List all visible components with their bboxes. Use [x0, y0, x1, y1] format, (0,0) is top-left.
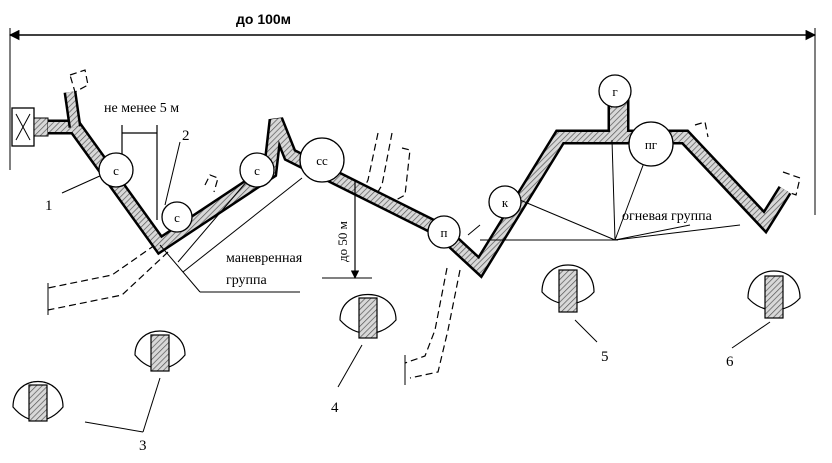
min-spacing-label: не менее 5 м: [104, 101, 179, 116]
position-s-2: [161, 201, 193, 233]
position-s-2-label: с: [174, 210, 180, 225]
position-ss-label: сс: [316, 153, 328, 168]
callout-1: 1: [45, 198, 53, 214]
foxhole-3a: [12, 381, 64, 422]
callout-leaders: [61, 141, 771, 433]
callout-3: 3: [139, 438, 147, 454]
position-pg: [628, 121, 674, 167]
position-ss: [299, 137, 345, 183]
callout-5: 5: [601, 349, 609, 365]
fire-group-label: огневая группа: [622, 209, 713, 224]
maneuver-group-label-line1: маневренная: [226, 251, 303, 266]
total-width-label: до 100м: [236, 11, 291, 27]
position-s-1: [98, 152, 134, 188]
position-s-1-label: с: [113, 163, 119, 178]
position-s-3: [239, 152, 275, 188]
position-g-label: г: [612, 84, 617, 99]
position-p: [427, 215, 461, 249]
foxhole-3b: [134, 330, 186, 372]
depth-label: до 50 м: [335, 221, 350, 262]
position-g: [598, 74, 632, 108]
main-trench: [48, 87, 792, 279]
total-width-dimension: до 100м: [8, 11, 817, 215]
shelter-left: [11, 107, 49, 147]
foxhole-4: [339, 293, 397, 339]
position-s-3-label: с: [254, 163, 260, 178]
foxholes: [12, 264, 801, 422]
position-p-label: п: [441, 225, 448, 240]
callout-2: 2: [182, 128, 190, 144]
foxhole-5: [541, 264, 595, 313]
fire-group-lines: [480, 139, 741, 241]
position-k: [488, 185, 522, 219]
depth-dimension: до 50 м: [322, 180, 372, 279]
callout-4: 4: [331, 400, 339, 416]
callout-numbers: 1 2 3 4 5 6: [45, 128, 734, 454]
position-pg-label: пг: [645, 137, 657, 152]
communication-trenches: [47, 69, 801, 379]
callout-6: 6: [726, 354, 734, 370]
position-markers: с с с сс п к г пг: [98, 74, 674, 249]
position-k-label: к: [502, 195, 509, 210]
maneuver-group-lines: [159, 177, 303, 293]
maneuver-group-label-line2: группа: [226, 273, 268, 288]
communication-trench-stubs: [47, 224, 481, 385]
foxhole-6: [747, 270, 801, 319]
